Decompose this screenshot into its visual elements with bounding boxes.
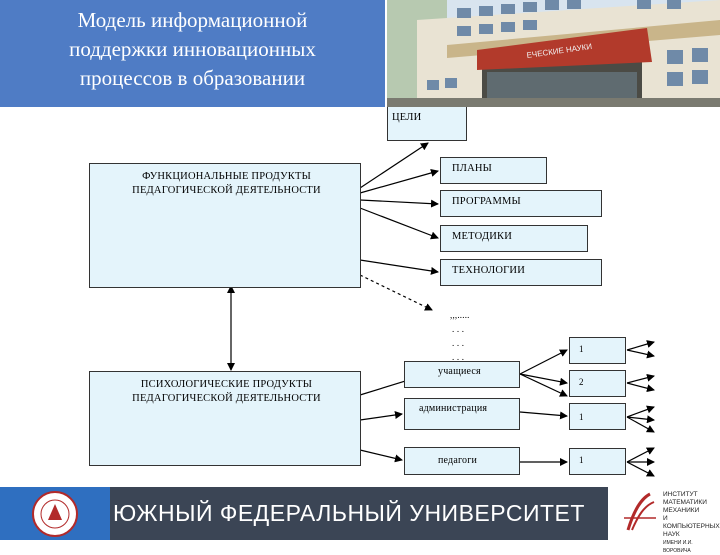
ellipsis-4: . . . (452, 352, 465, 362)
institute-line-1: ИНСТИТУТ (663, 491, 698, 498)
count-box-2 (569, 370, 626, 397)
institute-line-2: МАТЕМАТИКИ (663, 499, 707, 506)
technologies-box (440, 259, 602, 286)
methods-box (440, 225, 588, 252)
institute-logo-icon (620, 490, 660, 536)
goals-label: ЦЕЛИ (392, 112, 422, 123)
ellipsis-3: . . . (452, 338, 465, 348)
administration-box (404, 398, 520, 430)
institute-line-3: МЕХАНИКИ (663, 507, 700, 514)
programs-box (440, 190, 602, 217)
ellipsis-1: ,,,..... (450, 310, 470, 320)
count-value-3: 1 (579, 412, 584, 422)
count-box-3 (569, 403, 626, 430)
arrow-to-teachers (359, 449, 403, 463)
institute-name: ИНСТИТУТ МАТЕМАТИКИ МЕХАНИКИ И КОМПЬЮТЕР… (663, 491, 720, 555)
title-panel: Модель информационной поддержки инноваци… (0, 0, 385, 107)
teachers-label: педагоги (438, 455, 478, 466)
page-title: Модель информационной поддержки инноваци… (0, 6, 385, 93)
arrow-to-ellipsis (359, 274, 433, 311)
ellipsis-2: . . . (452, 324, 465, 334)
title-line-2: поддержки инновационных (69, 37, 316, 61)
institute-line-4: И КОМПЬЮТЕРНЫХ (663, 515, 720, 530)
teachers-box (404, 447, 520, 475)
functional-products-label: ФУНКЦИОНАЛЬНЫЕ ПРОДУКТЫ ПЕДАГОГИЧЕСКОЙ Д… (132, 171, 321, 196)
university-name: ЮЖНЫЙ ФЕДЕРАЛЬНЫЙ УНИВЕРСИТЕТ (113, 500, 585, 526)
technologies-label: ТЕХНОЛОГИИ (452, 265, 525, 276)
title-line-3: процессов в образовании (79, 66, 306, 90)
count-box-1 (569, 337, 626, 364)
plans-label: ПЛАНЫ (452, 163, 493, 174)
arrow-to-administration (359, 411, 403, 421)
building-photo: ЕЧЕСКИЕ НАУКИ (387, 0, 720, 107)
count-value-4: 1 (579, 455, 584, 465)
psychological-products-box (89, 371, 361, 466)
programs-label: ПРОГРАММЫ (452, 196, 521, 207)
functional-products-box (89, 163, 361, 288)
count-value-2: 2 (579, 377, 584, 387)
arrow-to-plans (359, 169, 439, 194)
psychological-products-label: ПСИХОЛОГИЧЕСКИЕ ПРОДУКТЫ ПЕДАГОГИЧЕСКОЙ … (132, 379, 321, 404)
goals-box (387, 107, 467, 141)
arrow-to-methods (359, 207, 439, 240)
administration-label: администрация (419, 403, 488, 414)
institute-line-5: НАУК (663, 531, 680, 538)
arrow-to-technologies (359, 259, 439, 275)
footer-band (110, 487, 608, 540)
methods-label: МЕТОДИКИ (452, 231, 513, 242)
count-box-4 (569, 448, 626, 475)
plans-box (440, 157, 547, 184)
count-value-1: 1 (579, 344, 584, 354)
institute-bottom-line: ИМЕНИ И.И. ВОРОВИЧА (663, 540, 693, 554)
students-box (404, 361, 520, 388)
connector-lines (227, 142, 655, 477)
students-label: учащиеся (438, 366, 481, 377)
arrow-to-goals (359, 142, 429, 189)
arrow-to-programs (359, 199, 439, 208)
university-logo-icon (30, 490, 80, 538)
title-line-1: Модель информационной (77, 8, 308, 32)
